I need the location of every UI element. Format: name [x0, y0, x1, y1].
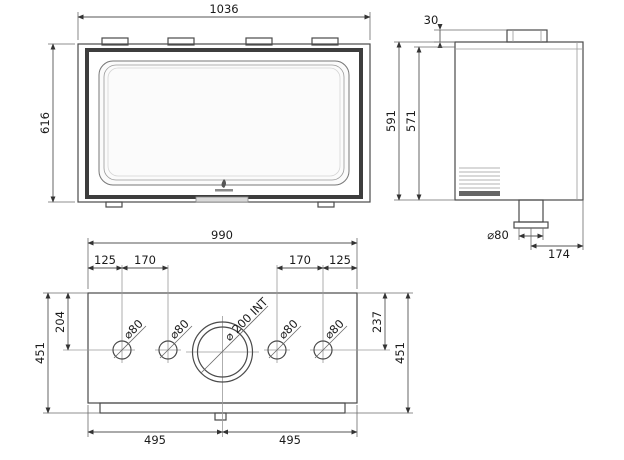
- dim-top-bottom-right: 495: [279, 433, 301, 447]
- dim-side-flue-diameter: ⌀80: [487, 228, 509, 242]
- dim-top-right-depth: 237: [370, 311, 384, 333]
- front-glass-reflection: [107, 67, 341, 177]
- dim-outlet-diameter-1: ⌀80: [121, 317, 146, 342]
- front-bottom-tab: [105, 201, 123, 208]
- dim-side-height-inner: 571: [404, 110, 418, 132]
- dim-top-spacing-4: 125: [329, 253, 351, 267]
- dim-top-spacing-3: 170: [289, 253, 311, 267]
- front-vent-strip: [195, 196, 249, 203]
- dim-top-left-depth: 204: [53, 311, 67, 333]
- dim-top-bottom-left: 495: [144, 433, 166, 447]
- side-pipe-flange: [513, 221, 549, 229]
- front-top-tab: [101, 37, 129, 46]
- front-bottom-tab: [317, 201, 335, 208]
- front-top-tab: [245, 37, 273, 46]
- central-flue-hole-outer: [191, 321, 254, 383]
- dim-outlet-diameter-3: ⌀80: [276, 317, 301, 342]
- central-flue-hole-inner: [196, 326, 249, 378]
- dim-side-top: 30: [424, 13, 439, 27]
- dim-top-side-left: 451: [33, 342, 47, 364]
- side-dimensions: 30 591 571 ⌀80 174: [384, 13, 584, 261]
- side-bottom-pipe: [518, 199, 544, 223]
- side-view: [454, 29, 584, 229]
- dim-outlet-diameter-4: ⌀80: [322, 317, 347, 342]
- side-top-collar: [506, 29, 548, 43]
- top-center-clip: [214, 412, 227, 421]
- dim-front-width: 1036: [209, 2, 238, 16]
- dim-side-height-outer: 591: [384, 110, 398, 132]
- front-view: [77, 37, 371, 208]
- top-view: [63, 265, 390, 437]
- outlet-hole: [112, 340, 132, 360]
- front-dimensions: 1036 616: [38, 2, 371, 203]
- dim-top-side-right: 451: [393, 342, 407, 364]
- outlet-hole: [267, 340, 287, 360]
- front-top-tab: [311, 37, 339, 46]
- dim-central-flue-diameter: ⌀ 200 INT: [222, 294, 272, 344]
- dim-outlet-diameter-2: ⌀80: [167, 317, 192, 342]
- dim-top-width: 990: [211, 228, 233, 242]
- outlet-hole: [313, 340, 333, 360]
- outlet-hole: [158, 340, 178, 360]
- brand-logo-icon: [215, 179, 233, 192]
- dim-side-depth: 174: [548, 247, 570, 261]
- dim-top-spacing-2: 170: [134, 253, 156, 267]
- side-grille: [459, 167, 500, 196]
- dim-front-height: 616: [38, 112, 52, 134]
- front-top-tab: [167, 37, 195, 46]
- dim-top-spacing-1: 125: [94, 253, 116, 267]
- front-glass: [98, 60, 350, 186]
- top-dimensions: 990 125 170 170 125 204 451 237 451 495 …: [33, 228, 413, 447]
